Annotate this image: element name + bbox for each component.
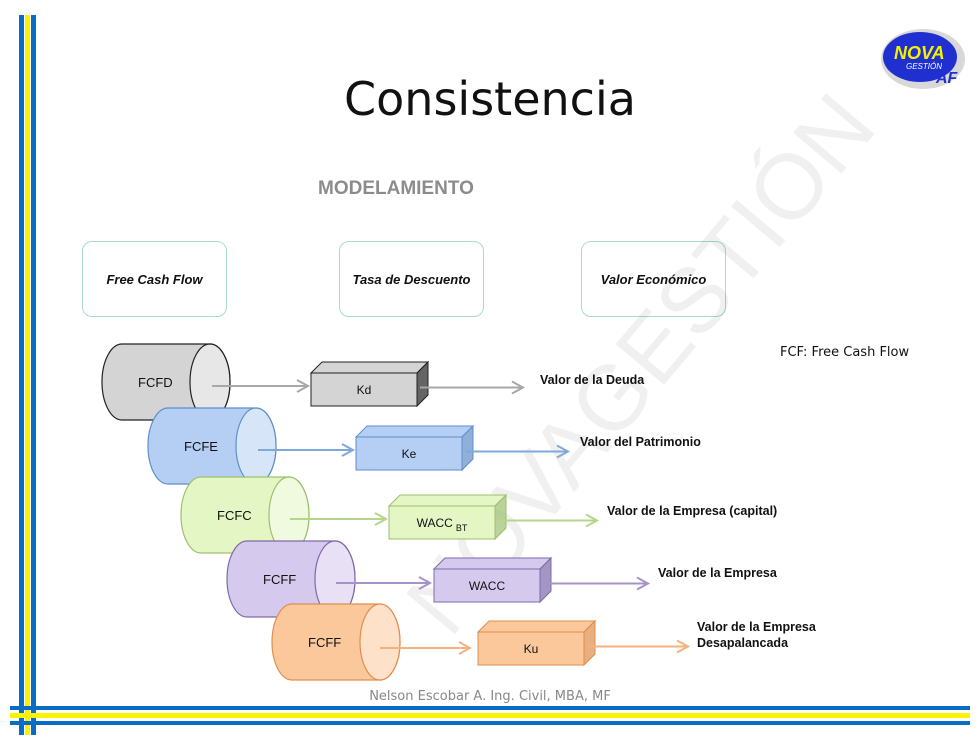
arrow-to-rate	[380, 641, 473, 655]
cylinder-label: FCFF	[263, 572, 296, 587]
value-label: Valor de la Empresa (capital)	[607, 504, 777, 518]
rate-box-front	[355, 436, 463, 471]
rate-label: Kd	[357, 383, 372, 397]
cylinder-fcff: FCFF	[226, 540, 356, 618]
border-bottom-blue-2	[10, 721, 970, 725]
flow-row: FCFF WACC Valor de la Empresa	[226, 540, 778, 618]
subtitle: MODELAMIENTO	[318, 178, 474, 199]
rate-box-front	[433, 568, 541, 603]
value-label: Valor del Patrimonio	[580, 435, 701, 449]
rate-box-top	[309, 361, 430, 374]
rate-box-top	[354, 425, 475, 438]
rate-box-top	[476, 620, 597, 633]
arrow-to-value	[499, 513, 600, 528]
rate-box-top	[432, 557, 553, 570]
arrow-to-rate	[212, 379, 311, 393]
value-label: Valor de la Empresa	[697, 620, 817, 634]
page-title: Consistencia	[344, 72, 636, 126]
arrow-to-rate	[290, 512, 389, 526]
cylinder-label: FCFC	[217, 508, 252, 523]
cylinder-end	[359, 603, 401, 681]
rate-box-front	[310, 372, 418, 407]
rate-box-front	[477, 631, 585, 666]
rate-box: Ke	[354, 424, 475, 472]
rate-label: WACC	[469, 579, 506, 593]
cylinder-fcfc: FCFC	[180, 476, 310, 554]
svg-text:NOVA: NOVA	[894, 43, 945, 63]
flow-row: FCFE Ke Valor del Patrimonio	[147, 407, 701, 485]
cylinder-label: FCFD	[138, 375, 173, 390]
rate-box: WACC	[432, 556, 553, 604]
arrow-to-value-head	[676, 639, 691, 654]
rate-box-top	[387, 494, 508, 507]
cylinder-fcfe: FCFE	[147, 407, 277, 485]
arrow-to-value-head	[556, 444, 571, 459]
card-valor-economico: Valor Económico	[581, 241, 726, 317]
arrow-to-value-head	[511, 380, 526, 395]
cylinder-fcff: FCFF	[271, 603, 401, 681]
arrow-to-value	[543, 576, 651, 591]
cylinder-end	[235, 407, 277, 485]
arrow-to-value-head	[585, 513, 600, 528]
value-label: Valor de la Deuda	[540, 373, 645, 387]
rate-subscript: BT	[456, 523, 468, 533]
arrow-to-rate-head	[341, 443, 356, 457]
rate-box-front	[388, 505, 496, 540]
fcf-note: FCF: Free Cash Flow	[780, 345, 910, 360]
border-bottom-yellow	[10, 713, 970, 718]
arrow-to-rate-head	[296, 379, 311, 393]
rate-label: Ku	[524, 642, 539, 656]
arrow-to-rate-head	[418, 576, 433, 590]
card-free-cash-flow: Free Cash Flow	[82, 241, 227, 317]
cylinder-label: FCFE	[184, 439, 218, 454]
flow-row: FCFD Kd Valor de la Deuda	[101, 343, 645, 421]
rate-box: Ku	[476, 619, 597, 667]
value-label: Valor de la Empresa	[658, 566, 778, 580]
footer-author: Nelson Escobar A. Ing. Civil, MBA, MF	[369, 689, 611, 704]
arrow-to-value	[588, 639, 691, 654]
nova-gestion-logo: NOVA GESTIÓN AF	[881, 29, 965, 89]
border-left-blue-1	[19, 15, 24, 735]
border-bottom-blue-1	[10, 706, 970, 710]
svg-text:GESTIÓN: GESTIÓN	[906, 62, 942, 71]
card-tasa-descuento: Tasa de Descuento	[339, 241, 484, 317]
arrow-to-rate-head	[374, 512, 389, 526]
cylinder-label: FCFF	[308, 635, 341, 650]
cylinder-fcfd: FCFD	[101, 343, 231, 421]
border-left-blue-2	[31, 15, 36, 735]
arrow-to-rate-head	[458, 641, 473, 655]
border-left-yellow	[25, 15, 30, 735]
rate-box: Kd	[309, 360, 430, 408]
arrow-to-value	[466, 444, 571, 459]
arrow-to-value	[420, 380, 526, 395]
svg-text:AF: AF	[935, 70, 959, 87]
arrow-to-value-head	[636, 576, 651, 591]
rate-label: Ke	[402, 447, 417, 461]
arrow-to-rate	[336, 576, 433, 590]
arrow-to-rate	[258, 443, 356, 457]
value-label: Desapalancada	[697, 636, 789, 650]
